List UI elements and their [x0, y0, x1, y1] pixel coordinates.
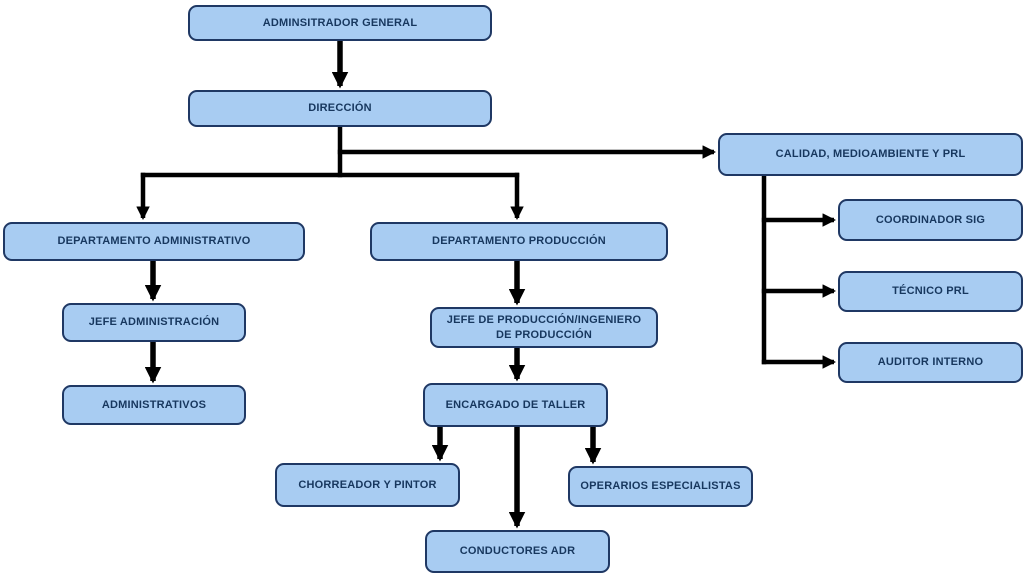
node-auditor-interno: AUDITOR INTERNO: [838, 342, 1023, 383]
node-operarios-especialistas: OPERARIOS ESPECIALISTAS: [568, 466, 753, 507]
node-jefe-produccion: JEFE DE PRODUCCIÓN/INGENIERO DE PRODUCCI…: [430, 307, 658, 348]
node-administrador-general: ADMINSITRADOR GENERAL: [188, 5, 492, 41]
node-administrativos: ADMINISTRATIVOS: [62, 385, 246, 425]
node-chorreador-pintor: CHORREADOR Y PINTOR: [275, 463, 460, 507]
node-conductores-adr: CONDUCTORES ADR: [425, 530, 610, 573]
node-tecnico-prl: TÉCNICO PRL: [838, 271, 1023, 312]
node-departamento-produccion: DEPARTAMENTO PRODUCCIÓN: [370, 222, 668, 261]
node-encargado-taller: ENCARGADO DE TALLER: [423, 383, 608, 427]
node-direccion: DIRECCIÓN: [188, 90, 492, 127]
node-coordinador-sig: COORDINADOR SIG: [838, 199, 1023, 241]
node-jefe-administracion: JEFE ADMINISTRACIÓN: [62, 303, 246, 342]
node-calidad-medioambiente-prl: CALIDAD, MEDIOAMBIENTE Y PRL: [718, 133, 1023, 176]
node-departamento-administrativo: DEPARTAMENTO ADMINISTRATIVO: [3, 222, 305, 261]
